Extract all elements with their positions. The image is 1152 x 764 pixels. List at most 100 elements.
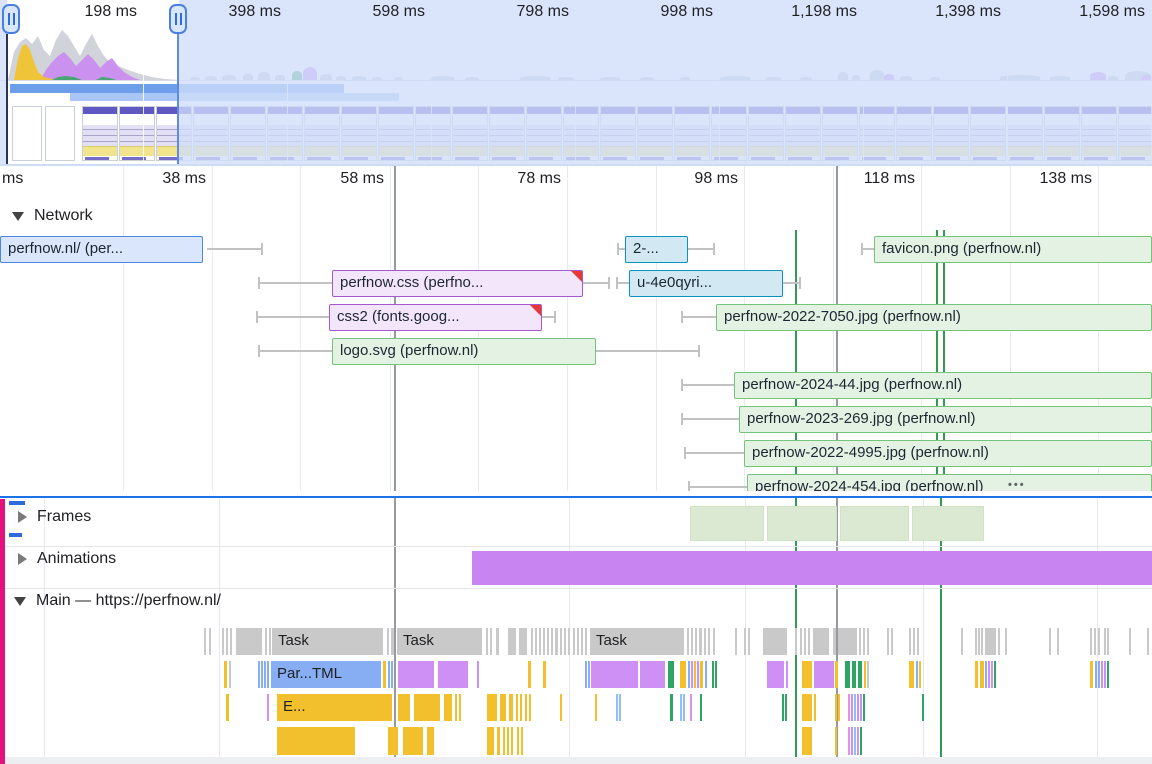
flame-bar[interactable] — [705, 661, 707, 688]
flame-bar[interactable] — [1107, 628, 1109, 655]
flame-bar[interactable] — [509, 694, 513, 721]
flame-bar[interactable] — [224, 661, 227, 688]
flame-bar[interactable] — [265, 628, 267, 655]
flame-bar[interactable] — [854, 727, 856, 755]
flame-bar[interactable] — [391, 661, 393, 688]
flame-bar[interactable] — [398, 661, 434, 688]
flame-bar[interactable] — [864, 661, 866, 688]
flame-bar[interactable] — [691, 661, 693, 688]
flame-bar[interactable] — [264, 661, 266, 688]
flame-bar[interactable] — [687, 628, 689, 655]
flame-bar[interactable] — [858, 661, 862, 688]
flame-bar[interactable] — [414, 694, 440, 721]
window-handle-line-left[interactable] — [6, 34, 8, 164]
flame-bar[interactable] — [577, 628, 579, 655]
window-handle-right[interactable] — [169, 4, 187, 34]
flame-bar[interactable] — [680, 661, 686, 688]
filmstrip-thumbnail[interactable] — [119, 106, 155, 161]
network-request-bar[interactable]: 2-... — [625, 236, 688, 263]
flame-bar[interactable] — [991, 661, 993, 688]
flame-bar[interactable] — [388, 661, 390, 688]
flame-bar[interactable] — [700, 694, 702, 721]
flame-bar[interactable] — [444, 694, 452, 721]
flame-bar[interactable] — [535, 628, 537, 655]
flame-bar[interactable]: Task — [272, 628, 383, 655]
flame-bar[interactable] — [1107, 661, 1109, 688]
flame-bar[interactable] — [616, 694, 618, 721]
flame-bar[interactable] — [998, 628, 1000, 655]
flame-bar[interactable] — [517, 727, 519, 755]
flame-bar[interactable] — [560, 694, 562, 721]
main-collapse-icon[interactable] — [14, 596, 26, 606]
flame-bar[interactable] — [994, 661, 996, 688]
flame-bar[interactable] — [459, 694, 461, 721]
flame-bar[interactable] — [695, 628, 697, 655]
flame-bar[interactable] — [708, 628, 710, 655]
network-request-bar[interactable]: favicon.png (perfnow.nl) — [874, 236, 1152, 263]
flame-bar[interactable] — [1104, 661, 1106, 688]
flame-bar[interactable] — [403, 727, 423, 755]
flame-bar[interactable] — [782, 694, 784, 721]
flame-bar[interactable] — [573, 628, 575, 655]
flame-bar[interactable] — [1094, 628, 1096, 655]
flame-bar[interactable] — [922, 694, 924, 721]
flame-bar[interactable] — [683, 694, 685, 721]
flame-bar[interactable] — [909, 661, 914, 688]
flame-bar[interactable] — [715, 661, 717, 688]
flame-bar[interactable] — [848, 694, 850, 721]
flame-bar[interactable] — [521, 727, 523, 755]
flame-bar[interactable] — [209, 628, 211, 655]
flame-bar[interactable] — [985, 661, 987, 688]
flame-bar[interactable] — [595, 694, 597, 721]
flame-bar[interactable] — [680, 694, 682, 721]
flame-bar[interactable] — [763, 628, 787, 655]
flame-bar[interactable] — [1147, 628, 1149, 655]
flame-bar[interactable] — [700, 661, 703, 688]
flame-bar[interactable] — [391, 628, 394, 655]
flame-bar[interactable] — [917, 628, 919, 655]
flame-bar[interactable] — [1101, 661, 1103, 688]
flame-bar[interactable] — [691, 628, 693, 655]
flame-bar[interactable] — [916, 661, 918, 688]
flame-bar[interactable] — [529, 694, 531, 721]
flame-bar[interactable] — [670, 694, 673, 721]
flame-bar[interactable] — [229, 661, 231, 688]
flame-bar[interactable] — [735, 628, 737, 655]
flame-bar[interactable] — [267, 661, 269, 688]
flame-bar[interactable] — [835, 727, 837, 755]
flame-bar[interactable] — [975, 628, 977, 655]
animations-track-header[interactable]: Animations — [18, 550, 116, 568]
flame-bar[interactable] — [838, 694, 840, 721]
flame-bar[interactable] — [591, 661, 638, 688]
flame-bar[interactable] — [539, 628, 541, 655]
flame-bar[interactable] — [267, 694, 269, 721]
flame-bar[interactable] — [690, 694, 692, 721]
flame-bar[interactable] — [520, 694, 522, 721]
network-request-bar[interactable]: perfnow-2024-454.jpg (perfnow.nl) — [747, 474, 1152, 491]
flame-bar[interactable] — [712, 661, 714, 688]
flame-bar[interactable] — [748, 628, 750, 655]
frame-block[interactable] — [767, 506, 837, 541]
flame-bar[interactable] — [694, 661, 696, 688]
flame-bar[interactable] — [975, 661, 978, 688]
flame-bar[interactable] — [860, 694, 862, 721]
flame-bar[interactable] — [427, 727, 434, 755]
flame-bar[interactable] — [588, 661, 590, 688]
flame-bar[interactable] — [863, 694, 865, 721]
flame-bar[interactable] — [1104, 628, 1106, 655]
track-drag-handle[interactable] — [9, 501, 25, 505]
flame-bar[interactable] — [226, 694, 229, 721]
flame-bar[interactable] — [978, 628, 980, 655]
flame-bar[interactable] — [555, 628, 558, 655]
flame-bar[interactable] — [564, 628, 566, 655]
flame-bar[interactable] — [507, 727, 509, 755]
flame-bar[interactable] — [204, 628, 206, 655]
frame-block[interactable] — [690, 506, 764, 541]
flame-bar[interactable] — [516, 694, 518, 721]
flame-bar[interactable] — [848, 727, 850, 755]
flame-bar[interactable] — [845, 661, 850, 688]
horizontal-scroll-track[interactable] — [0, 757, 1152, 764]
flame-bar[interactable] — [543, 661, 546, 688]
flame-bar[interactable] — [226, 628, 228, 655]
